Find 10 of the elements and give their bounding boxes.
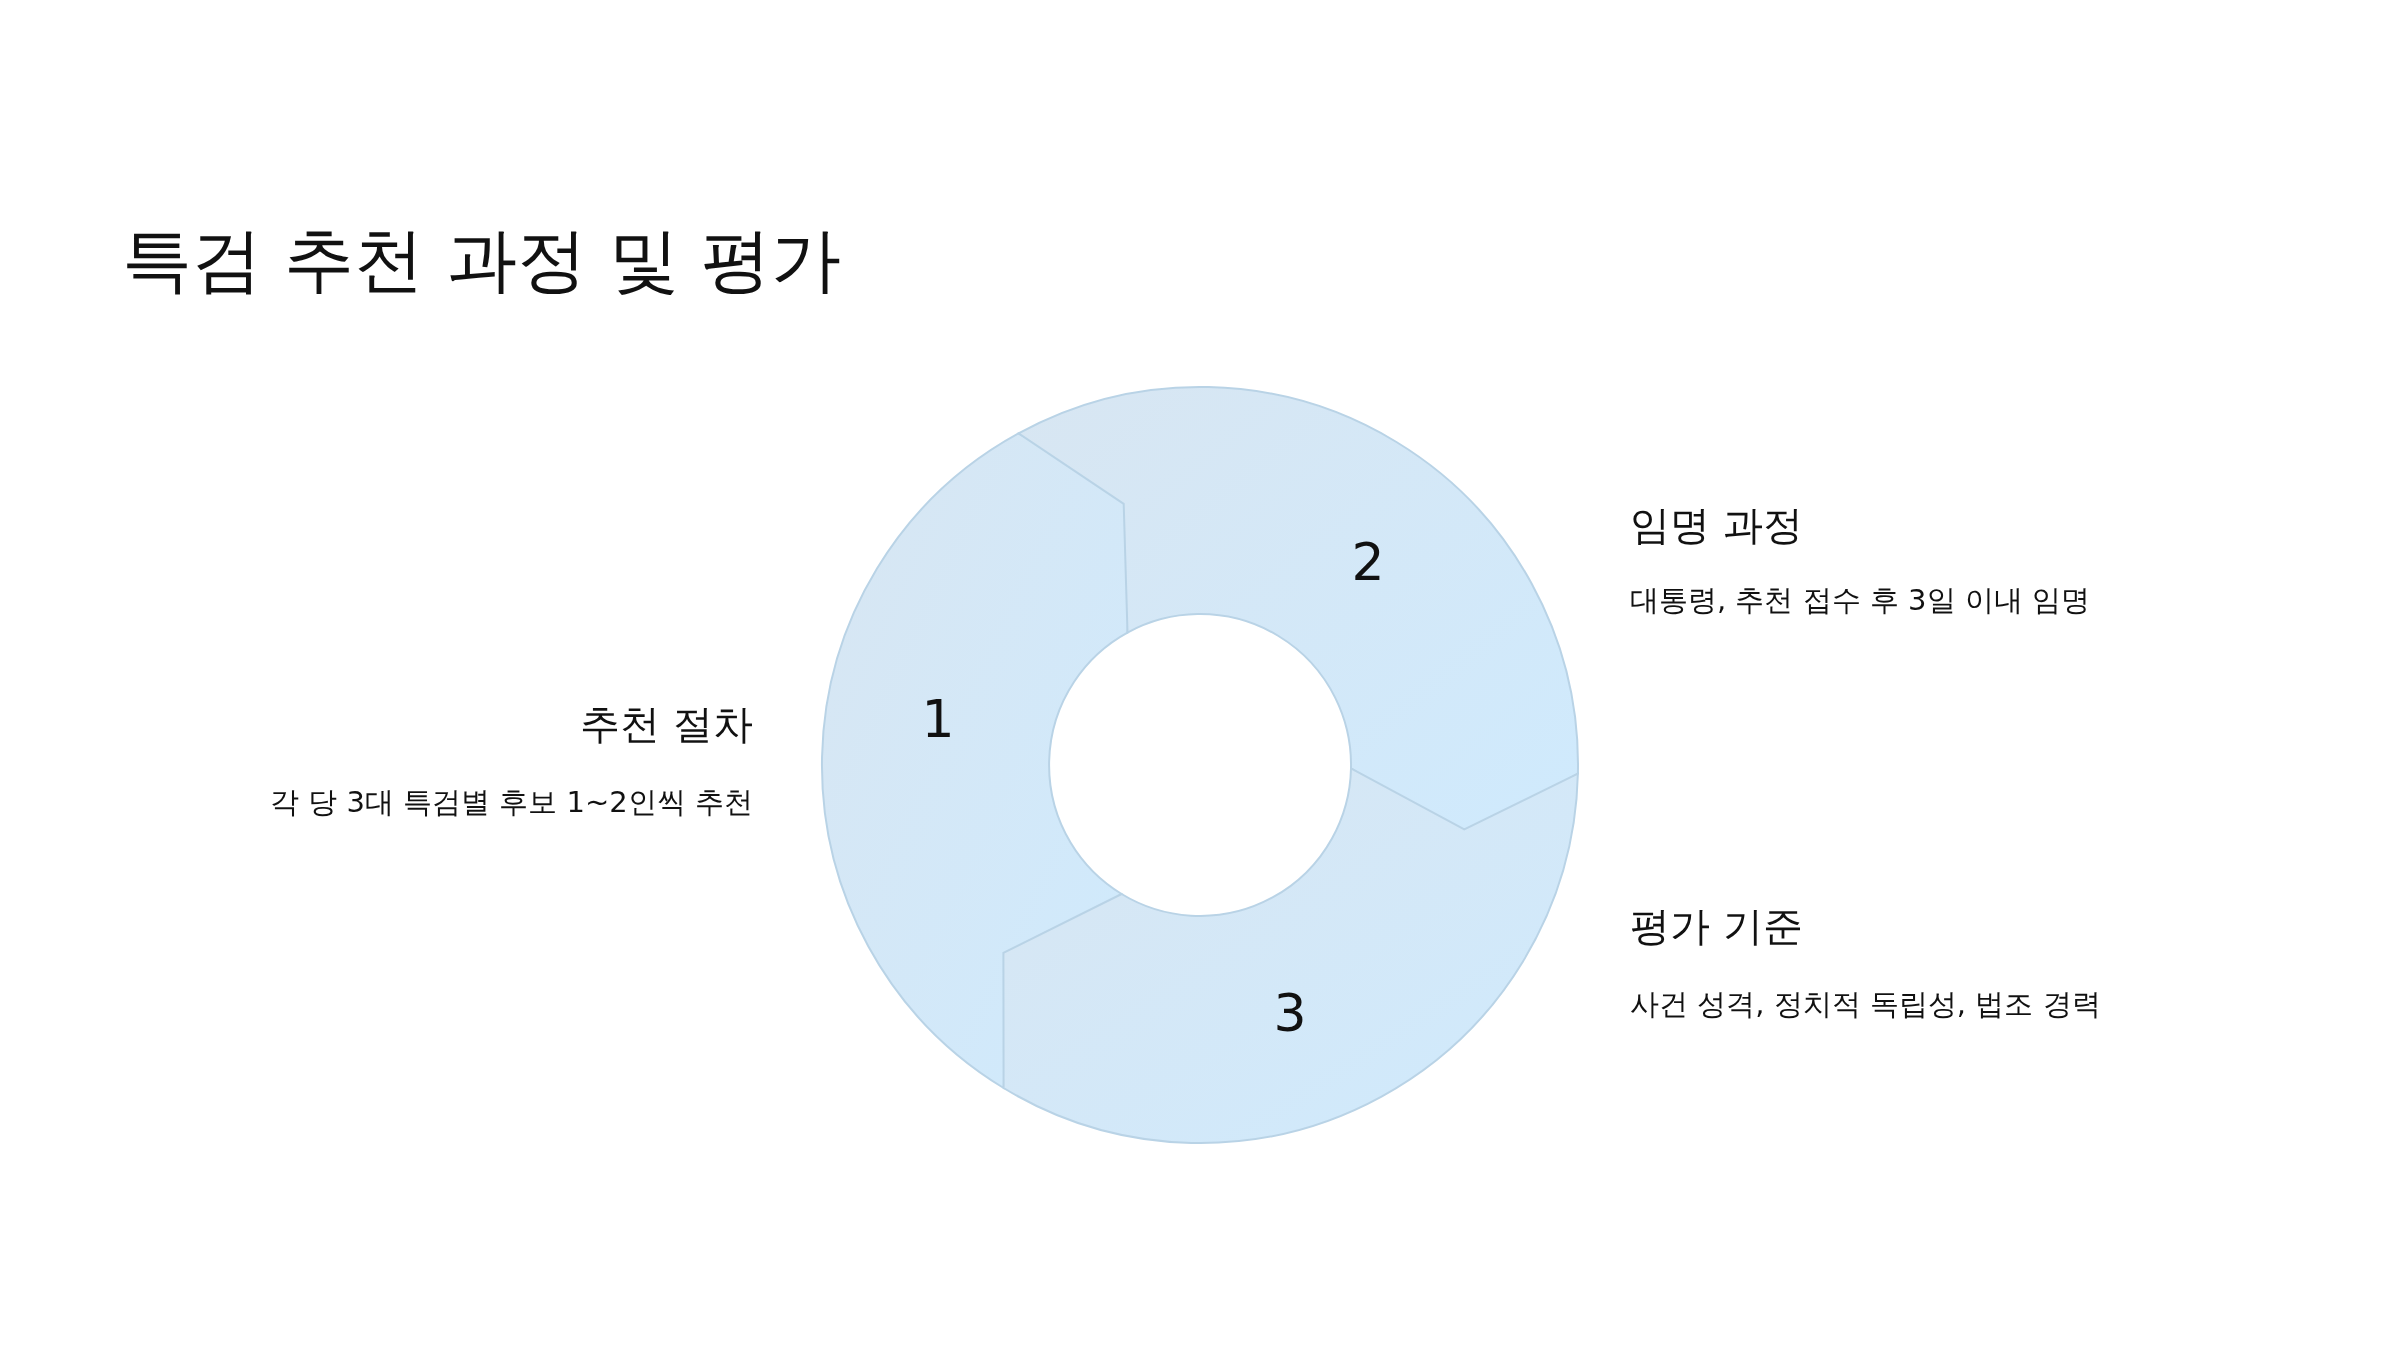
step-description: 사건 성격, 정치적 독립성, 법조 경력: [1630, 986, 2101, 1023]
title: 특검 추천 과정 및 평가: [122, 218, 841, 303]
step-heading: 평가 기준: [1630, 902, 1803, 951]
step-number: 1: [921, 689, 955, 749]
step-heading: 추천 절차: [580, 700, 753, 749]
step-number: 3: [1273, 983, 1307, 1043]
step-description: 대통령, 추천 접수 후 3일 이내 임명: [1630, 582, 2090, 619]
step-number: 2: [1351, 532, 1385, 592]
step-heading: 임명 과정: [1630, 501, 1803, 550]
step-description: 각 당 3대 특검별 후보 1~2인씩 추천: [270, 784, 753, 821]
